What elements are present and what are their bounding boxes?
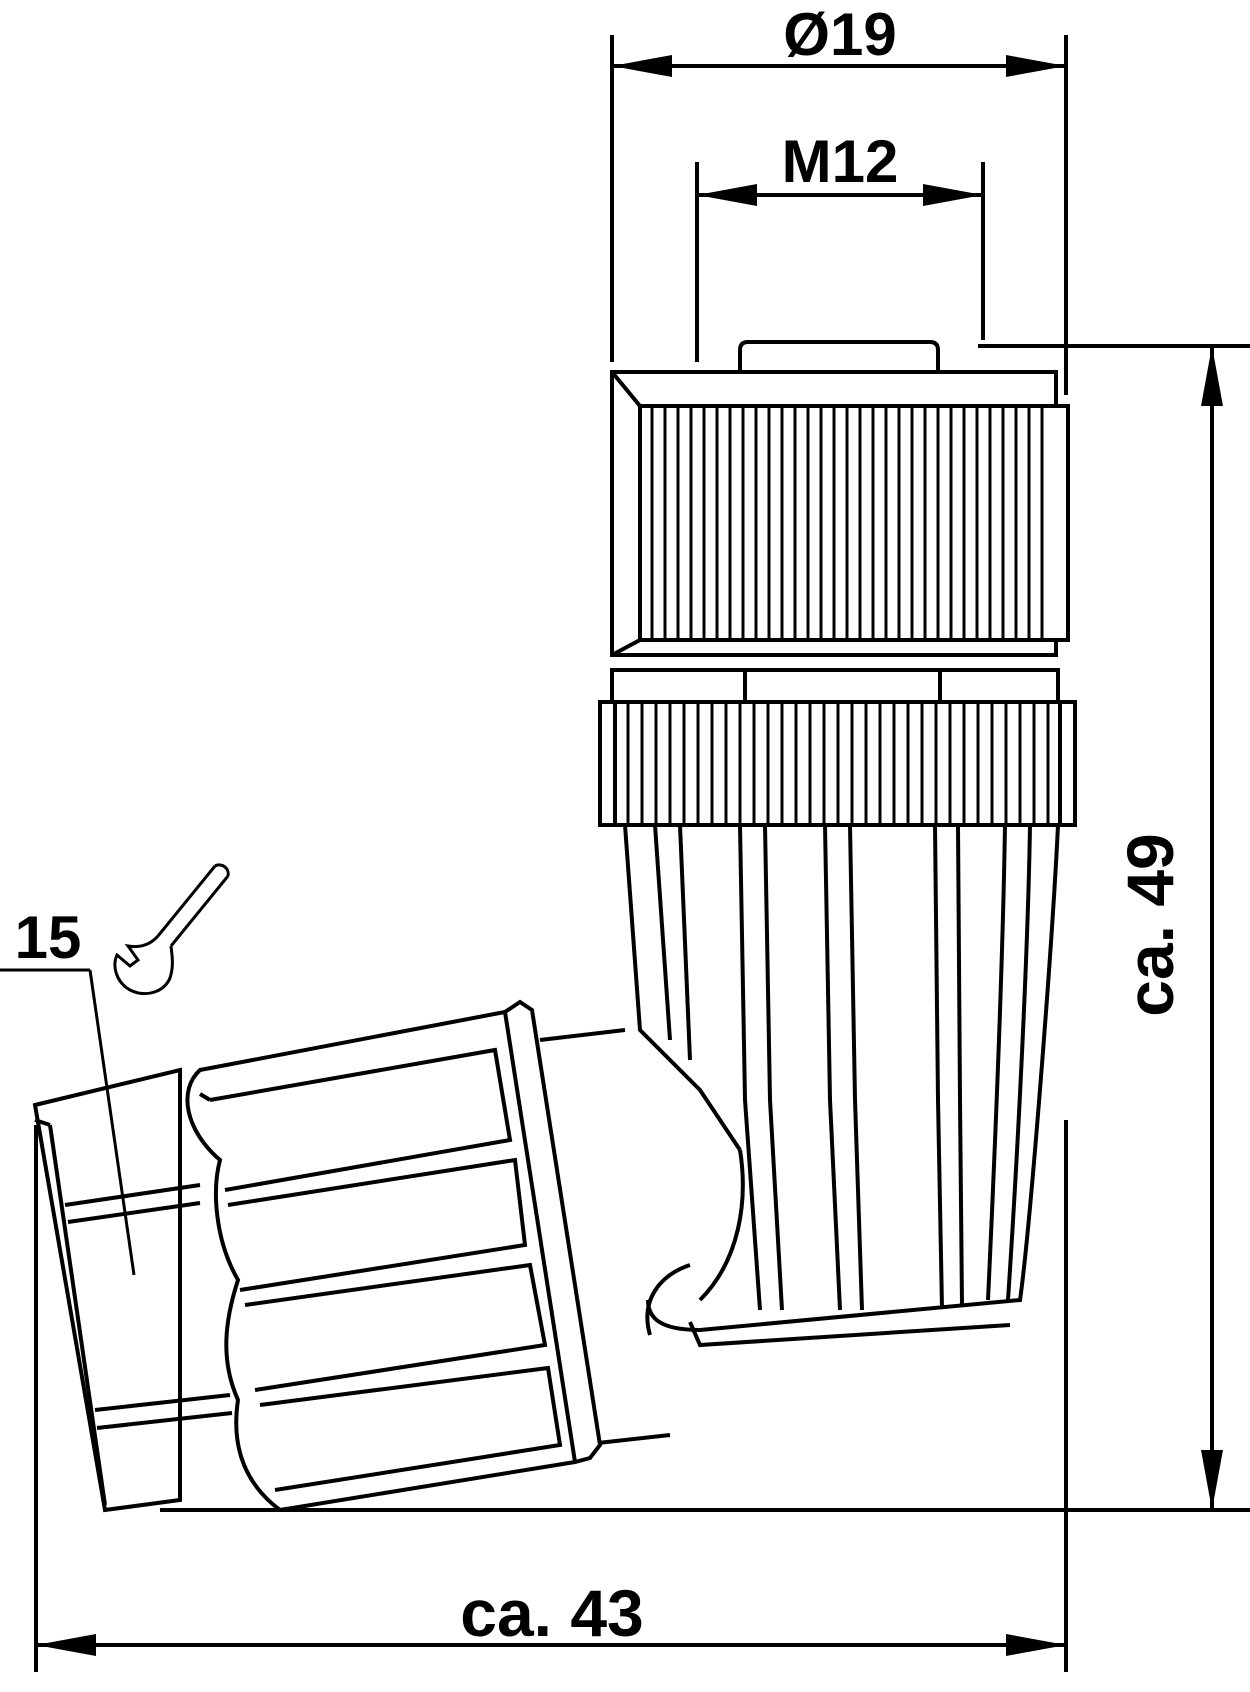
angled-housing xyxy=(623,824,1060,1348)
dimension-arrows xyxy=(36,55,1223,1656)
length-label: ca. 43 xyxy=(460,1576,644,1650)
height-label: ca. 49 xyxy=(1113,833,1187,1017)
coupling-nut-knurl xyxy=(650,406,1044,640)
thread-label: M12 xyxy=(782,128,899,195)
locking-ring-knurl xyxy=(626,702,1050,825)
coupling-nut xyxy=(610,340,1070,657)
diameter-label: Ø19 xyxy=(783,1,896,68)
dimension-lines xyxy=(0,35,1250,1672)
cable-gland xyxy=(32,999,671,1513)
wrench-size-label: 15 xyxy=(15,904,82,971)
locking-ring xyxy=(598,668,1077,827)
wrench-icon xyxy=(113,863,230,995)
